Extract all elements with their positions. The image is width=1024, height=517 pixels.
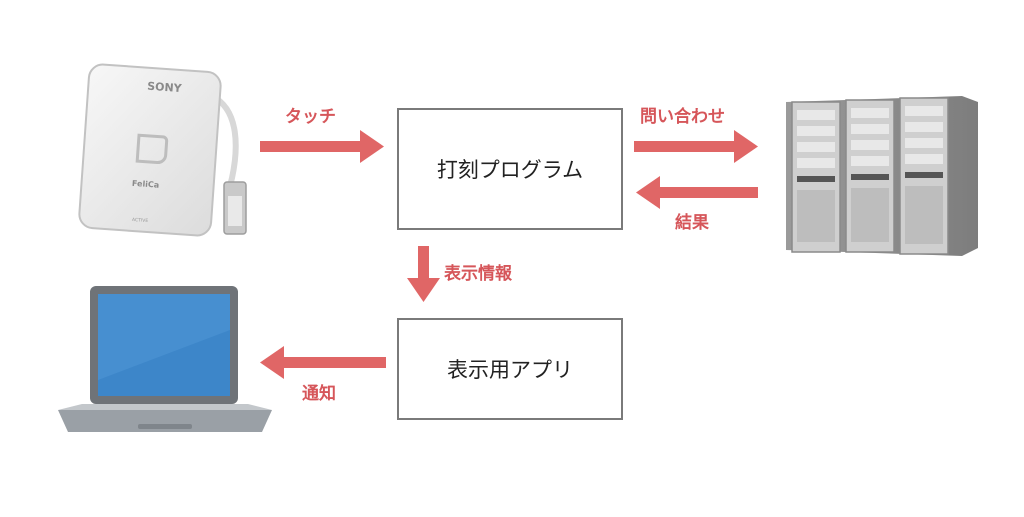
arrow-inquiry <box>634 130 758 163</box>
display-app-box: 表示用アプリ <box>397 318 623 420</box>
card-reader-icon: SONY FeliCa ACTIVE <box>78 63 247 237</box>
stamp-program-box: 打刻プログラム <box>397 108 623 230</box>
arrow-result <box>636 176 758 209</box>
display-app-label: 表示用アプリ <box>447 358 573 382</box>
arrow-notify <box>260 346 386 379</box>
edge-label-result: 結果 <box>675 213 709 233</box>
server-unit <box>899 97 949 255</box>
edge-label-inquiry: 問い合わせ <box>640 107 725 127</box>
reader-brand-text: SONY <box>147 80 183 95</box>
server-rack-icon <box>786 96 978 256</box>
arrow-touch <box>260 130 384 163</box>
reader-logo-text: FeliCa <box>132 179 160 190</box>
arrow-display-info <box>407 246 440 302</box>
server-unit <box>791 101 841 253</box>
edge-label-touch: タッチ <box>285 107 336 127</box>
server-unit <box>845 99 895 253</box>
stamp-program-label: 打刻プログラム <box>436 158 584 182</box>
edge-label-display-info: 表示情報 <box>444 264 512 284</box>
laptop-icon <box>58 286 272 432</box>
edge-label-notify: 通知 <box>302 384 336 404</box>
reader-lamp-text: ACTIVE <box>132 217 149 224</box>
